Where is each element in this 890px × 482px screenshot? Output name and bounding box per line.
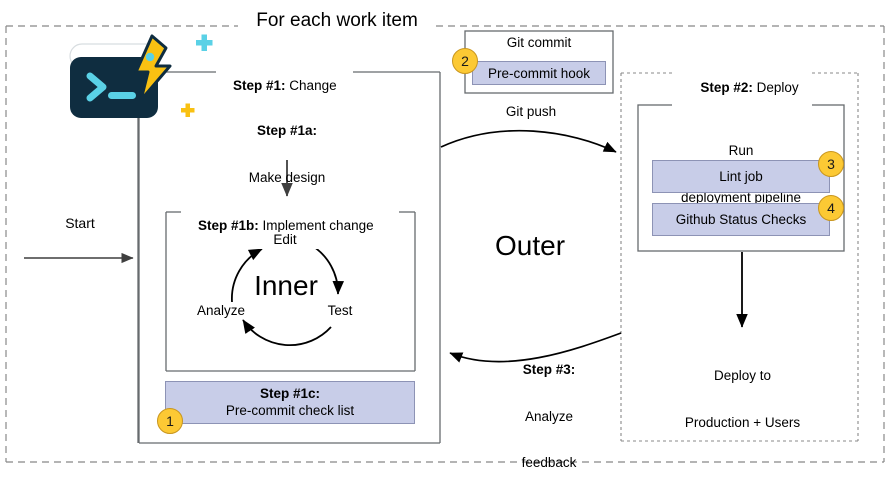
pre-commit-hook-box[interactable]: Pre-commit hook bbox=[472, 61, 606, 85]
run-pipeline-line2: deployment pipeline bbox=[680, 189, 802, 205]
run-pipeline-line1: Run bbox=[728, 143, 754, 159]
step1b-label-rest: Implement change bbox=[258, 217, 374, 233]
badge-3: 3 bbox=[818, 151, 844, 177]
step1-label-rest: Change bbox=[285, 77, 337, 93]
step1c-label-bold: Step #1c: bbox=[259, 386, 321, 402]
inner-node-edit: Edit bbox=[254, 232, 316, 248]
step1c-precommit-checklist-box[interactable]: Step #1c: Pre-commit check list bbox=[165, 381, 415, 424]
lint-job-box[interactable]: Lint job bbox=[652, 160, 830, 193]
badge-2: 2 bbox=[452, 48, 478, 74]
step2-label-rest: Deploy bbox=[752, 79, 799, 95]
outer-dashed-container bbox=[5, 25, 885, 463]
run-pipeline-title: Run deployment pipeline bbox=[638, 112, 844, 236]
step1a-label-bold: Step #1a: bbox=[256, 123, 318, 139]
step1a-line2: Make design bbox=[248, 169, 326, 185]
github-status-checks-box[interactable]: Github Status Checks bbox=[652, 203, 830, 236]
git-commit-title: Git commit bbox=[506, 35, 572, 50]
inner-label: Inner bbox=[254, 270, 318, 301]
step3-line2: Analyze bbox=[524, 408, 574, 424]
deploy-line2: Production + Users bbox=[684, 414, 801, 430]
step3-line3: feedback bbox=[521, 455, 577, 471]
step2-dashed-container bbox=[620, 72, 859, 442]
deploy-to-production-label: Deploy to Production + Users bbox=[640, 337, 845, 461]
step3-feedback-arrow bbox=[449, 332, 622, 363]
deploy-line1: Deploy to bbox=[713, 368, 772, 384]
step3-block: Step #3: Analyze feedback bbox=[492, 331, 606, 482]
badge-4: 4 bbox=[818, 195, 844, 221]
inner-node-analyze: Analyze bbox=[185, 303, 257, 319]
step1c-line2: Pre-commit check list bbox=[225, 402, 355, 418]
step1-change-box bbox=[138, 71, 441, 444]
outer-label: Outer bbox=[494, 230, 566, 261]
inner-node-test: Test bbox=[317, 303, 363, 319]
step1b-implement-box bbox=[165, 211, 416, 372]
step1-label: Step #1: Change bbox=[216, 62, 339, 109]
step1-label-bold: Step #1: bbox=[233, 77, 286, 93]
step2-label: Step #2: Deploy bbox=[672, 64, 812, 111]
step1b-label-bold: Step #1b: bbox=[198, 217, 259, 233]
terminal-icon bbox=[69, 34, 213, 443]
git-push-arrow bbox=[440, 129, 617, 153]
badge-1: 1 bbox=[157, 408, 183, 434]
start-label: Start bbox=[65, 215, 95, 231]
git-push-label: Git push bbox=[505, 104, 557, 119]
step2-label-bold: Step #2: bbox=[700, 79, 753, 95]
diagram-title: For each work item bbox=[238, 10, 436, 32]
step3-label-bold: Step #3: bbox=[522, 362, 576, 378]
